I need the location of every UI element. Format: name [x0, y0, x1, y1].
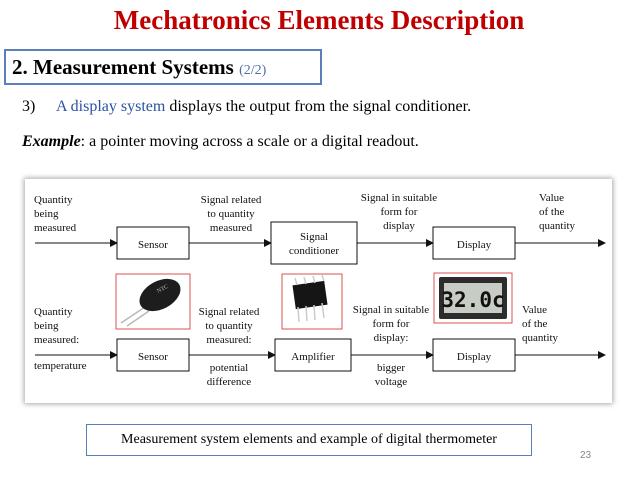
slide-title: Mechatronics Elements Description	[113, 5, 525, 35]
row2-signal1-line3: measured:	[206, 334, 251, 346]
lcd-reading: 32.0c	[441, 288, 504, 312]
row1-signal1-line1: Signal related	[201, 194, 262, 206]
row2-signal2-line4: bigger	[377, 362, 405, 374]
row2-signal1-line4: potential	[210, 362, 249, 374]
chip-pin-5	[294, 277, 298, 286]
row1-signal2-line2: form for	[381, 206, 418, 218]
row2-signal2-line2: form for	[373, 318, 410, 330]
row2-amplifier-label: Amplifier	[291, 351, 335, 363]
row1-conditioner-line2: conditioner	[289, 245, 339, 257]
figure-caption: Measurement system elements and example …	[121, 432, 497, 447]
row1-display-label: Display	[457, 239, 492, 251]
diagram-svg: Quantity being measured Sensor Signal re…	[34, 192, 606, 388]
chip-pin-8	[321, 274, 325, 282]
page-number: 23	[580, 450, 592, 461]
section-title-text: 2. Measurement Systems	[12, 55, 234, 79]
row1-sensor-label: Sensor	[138, 239, 168, 251]
thermistor-lead-1	[120, 306, 146, 324]
example-label: Example	[22, 133, 81, 150]
row2-display-label: Display	[457, 351, 492, 363]
row1-output-line2: of the	[539, 206, 564, 218]
row1-signal1-line2: to quantity	[207, 208, 255, 220]
row1-signal1-line3: measured	[210, 222, 253, 234]
row2-output-line3: quantity	[522, 332, 559, 344]
row2-input-line1: Quantity	[34, 306, 73, 318]
chip-pin-6	[303, 276, 307, 285]
thermistor-disc	[139, 278, 181, 312]
amplifier-chip-photo	[281, 273, 343, 330]
lcd-screen	[444, 283, 502, 313]
thermistor-lead-2	[126, 310, 150, 327]
row1-input-line1: Quantity	[34, 194, 73, 206]
chip-pin-1	[297, 306, 300, 323]
row2-signal1-line5: difference	[207, 376, 251, 388]
row1-display-block	[432, 226, 516, 260]
point-number: 3)	[22, 98, 36, 115]
row2-output-line2: of the	[522, 318, 547, 330]
row1-conditioner-line1: Signal	[300, 231, 328, 243]
chip-pin-3	[313, 304, 316, 321]
thermistor-photo: NTC	[115, 273, 191, 330]
row2-output-line1: Value	[522, 304, 547, 316]
chip-pin-4	[321, 302, 325, 319]
row1-signal2-line3: display	[383, 220, 415, 232]
row1-input-line2: being	[34, 208, 59, 220]
figure-caption-box: Measurement system elements and example …	[86, 424, 532, 456]
row2-signal2-line1: Signal in suitable	[353, 304, 430, 316]
row2-amplifier-block	[274, 338, 352, 372]
row2-signal2-line5: voltage	[375, 376, 407, 388]
row2-sensor-label: Sensor	[138, 351, 168, 363]
bullet-point: 3) A display system displays the output f…	[22, 98, 471, 116]
example-text: : a pointer moving across a scale or a d…	[80, 133, 419, 150]
point-text: displays the output from the signal cond…	[165, 98, 472, 115]
row1-output-line1: Value	[539, 192, 564, 204]
row1-input-line3: measured	[34, 222, 77, 234]
section-title: 2. Measurement Systems (2/2)	[12, 55, 266, 80]
row2-signal1-line1: Signal related	[199, 306, 260, 318]
section-subtitle: (2/2)	[239, 63, 267, 78]
row2-signal2-line3: display:	[374, 332, 409, 344]
row2-display-block	[432, 338, 516, 372]
thermistor-marking: NTC	[156, 284, 169, 295]
row2-input-line2: being	[34, 320, 59, 332]
chip-body	[292, 280, 328, 310]
chip-pin-2	[305, 305, 308, 322]
row2-sensor-block	[116, 338, 190, 372]
row2-signal1-line2: to quantity	[205, 320, 253, 332]
row1-output-line3: quantity	[539, 220, 576, 232]
row2-input-line4: temperature	[34, 360, 87, 372]
chip-pin-7	[312, 275, 316, 284]
point-highlight: A display system	[56, 98, 166, 115]
measurement-diagram: Quantity being measured Sensor Signal re…	[25, 179, 612, 403]
row1-signal2-line1: Signal in suitable	[361, 192, 438, 204]
section-header: 2. Measurement Systems (2/2)	[4, 49, 322, 85]
row2-input-line3: measured:	[34, 334, 79, 346]
example-line: Example: a pointer moving across a scale…	[22, 133, 419, 151]
lcd-readout-photo: 32.0c	[433, 272, 513, 324]
row1-conditioner-block	[270, 221, 358, 265]
